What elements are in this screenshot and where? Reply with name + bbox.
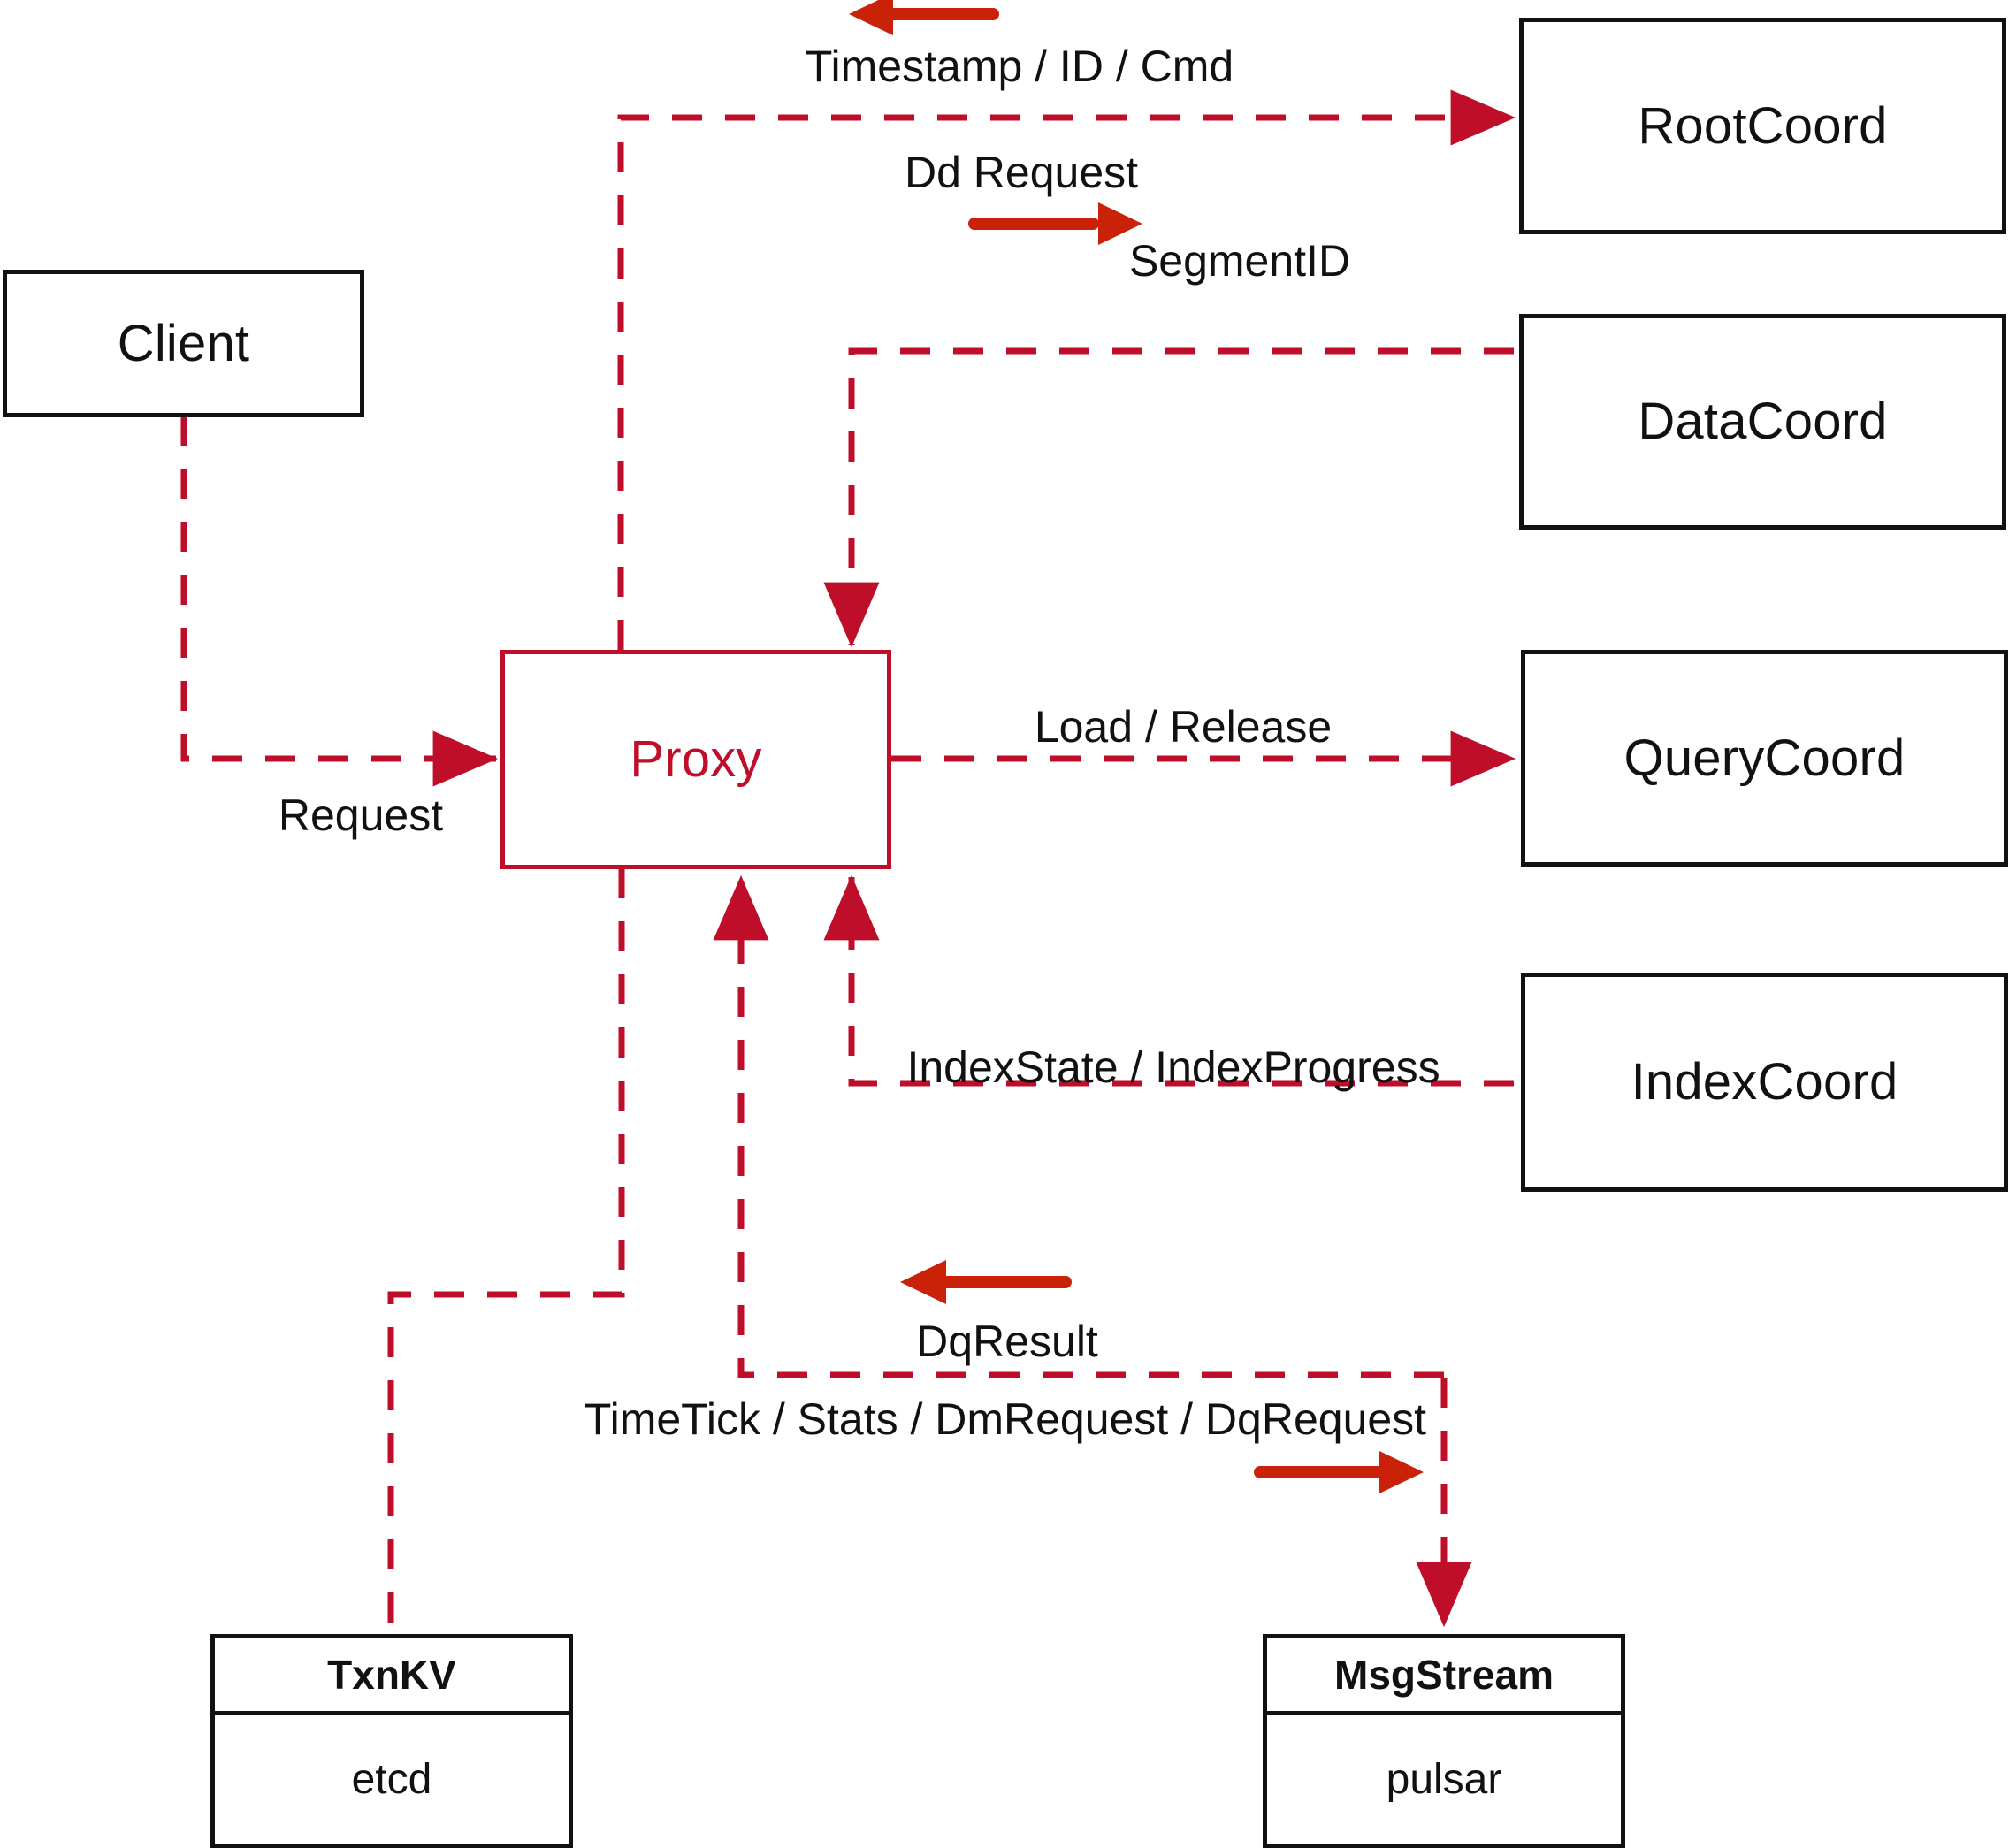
edge-label-index-state-progress: IndexState / IndexProgress — [906, 1042, 1440, 1092]
node-indexcoord[interactable]: IndexCoord — [1521, 973, 2008, 1192]
edge-label-segment-id: SegmentID — [1128, 236, 1351, 286]
edge-proxy-rootcoord — [617, 89, 1516, 650]
node-client-label: Client — [117, 314, 250, 372]
node-txnkv-title: TxnKV — [327, 1652, 456, 1698]
node-indexcoord-label: IndexCoord — [1631, 1053, 1898, 1111]
edge-label-timetick-stats: TimeTick / Stats / DmRequest / DqRequest — [584, 1394, 1427, 1444]
edge-label-dd-request: Dd Request — [904, 148, 1139, 197]
direction-arrow-left-top — [849, 0, 999, 35]
node-querycoord-label: QueryCoord — [1623, 729, 1906, 787]
node-rootcoord[interactable]: RootCoord — [1519, 18, 2006, 234]
direction-arrow-right-dd — [968, 202, 1142, 245]
node-txnkv-body: etcd — [215, 1715, 569, 1844]
node-txnkv[interactable]: TxnKV etcd — [210, 1634, 573, 1848]
edge-datacoord-proxy — [823, 347, 1514, 648]
node-proxy-label: Proxy — [630, 730, 762, 788]
node-msgstream-header: MsgStream — [1267, 1638, 1621, 1715]
node-rootcoord-label: RootCoord — [1638, 96, 1888, 155]
edge-label-dq-result: DqResult — [916, 1317, 1098, 1366]
node-querycoord[interactable]: QueryCoord — [1521, 650, 2008, 867]
edge-client-proxy — [180, 416, 499, 787]
node-datacoord-label: DataCoord — [1638, 393, 1888, 450]
edge-label-load-release: Load / Release — [1034, 702, 1333, 752]
direction-arrow-right-timetick — [1254, 1451, 1424, 1493]
node-datacoord[interactable]: DataCoord — [1519, 314, 2006, 530]
edge-label-request: Request — [278, 790, 444, 840]
edge-proxy-txnkv — [387, 868, 625, 1634]
node-msgstream-body: pulsar — [1267, 1715, 1621, 1844]
direction-arrow-left-dqresult — [900, 1260, 1072, 1304]
node-msgstream[interactable]: MsgStream pulsar — [1263, 1634, 1625, 1848]
node-proxy[interactable]: Proxy — [500, 650, 891, 869]
node-msgstream-impl: pulsar — [1386, 1755, 1502, 1803]
node-txnkv-impl: etcd — [351, 1755, 432, 1803]
edge-msgstream-proxy — [713, 874, 1444, 1378]
node-txnkv-header: TxnKV — [215, 1638, 569, 1715]
node-client[interactable]: Client — [3, 270, 364, 417]
node-msgstream-title: MsgStream — [1334, 1652, 1554, 1698]
edge-label-timestamp-id-cmd: Timestamp / ID / Cmd — [805, 42, 1234, 91]
